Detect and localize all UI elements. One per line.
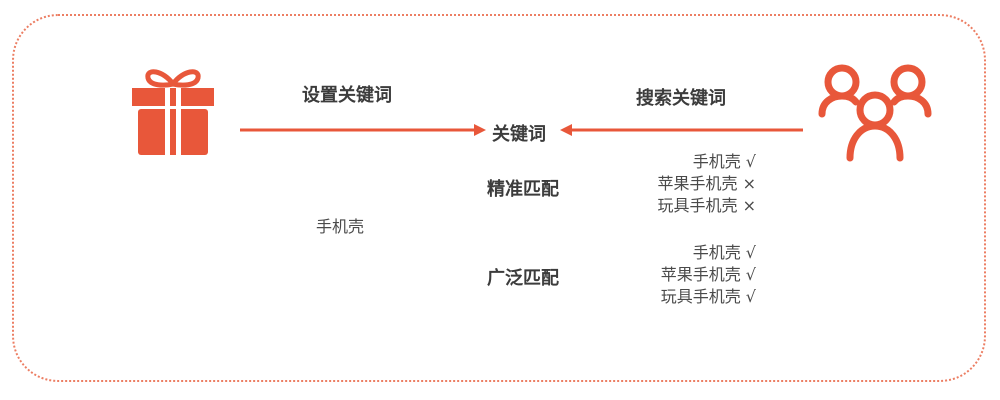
list-item: 玩具手机壳 × [657, 196, 757, 215]
broad-results-list: 手机壳 √ 苹果手机壳 √ 玩具手机壳 √ [556, 242, 756, 308]
arrow-left-head [560, 124, 572, 136]
list-item: 玩具手机壳 √ [660, 287, 756, 306]
dotted-frame [12, 14, 986, 382]
list-item: 手机壳 √ [692, 152, 756, 171]
set-keyword-label: 设置关键词 [302, 85, 392, 106]
users-group-icon [818, 64, 932, 162]
arrow-right-head [474, 124, 486, 136]
keyword-label: 关键词 [492, 124, 546, 145]
broad-match-label: 广泛匹配 [487, 268, 559, 289]
list-item: 手机壳 √ [692, 243, 756, 262]
exact-results-list: 手机壳 √ 苹果手机壳 × 玩具手机壳 × [556, 151, 757, 217]
gift-icon [132, 69, 214, 155]
list-item: 苹果手机壳 × [657, 174, 757, 193]
list-item: 苹果手机壳 √ [660, 265, 756, 284]
seller-keyword-text: 手机壳 [316, 217, 365, 236]
exact-match-label: 精准匹配 [487, 179, 559, 200]
search-keyword-label: 搜索关键词 [636, 88, 726, 109]
